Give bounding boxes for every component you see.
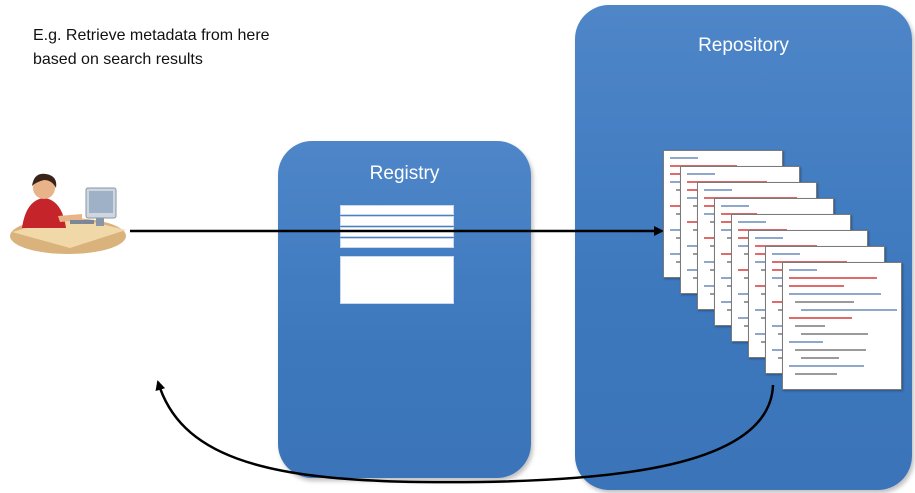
document-text-line <box>795 301 854 303</box>
document-text-line <box>789 277 877 279</box>
index-card <box>340 256 454 304</box>
document-text-line <box>789 293 881 295</box>
document-text-line <box>795 349 866 351</box>
return-arrow <box>155 380 775 484</box>
document-text-line <box>789 365 864 367</box>
document-text-line <box>789 285 844 287</box>
document-text-line <box>755 237 783 239</box>
index-card <box>340 238 454 248</box>
document-text-line <box>772 253 800 255</box>
document-text-line <box>795 373 837 375</box>
index-card <box>340 205 454 215</box>
repository-box: Repository <box>575 5 912 490</box>
document-text-line <box>789 269 817 271</box>
caption-line-1: E.g. Retrieve metadata from here <box>33 27 270 44</box>
registry-box: Registry <box>278 141 531 478</box>
caption-line-2: based on search results <box>33 51 203 68</box>
document-text-line <box>687 173 715 175</box>
document-text-line <box>789 317 852 319</box>
caption: E.g. Retrieve metadata from here based o… <box>33 24 353 72</box>
document-text-line <box>801 309 897 311</box>
document-text-line <box>795 325 825 327</box>
document-text-line <box>801 357 839 359</box>
repository-title: Repository <box>698 35 789 56</box>
xml-document-page <box>782 262 902 390</box>
document-text-line <box>801 333 868 335</box>
document-text-line <box>789 341 823 343</box>
person-at-computer-icon <box>10 173 126 254</box>
document-text-line <box>704 189 732 191</box>
document-text-line <box>670 157 698 159</box>
document-text-line <box>738 221 766 223</box>
document-text-line <box>721 205 749 207</box>
index-card <box>340 216 454 226</box>
registry-title: Registry <box>369 163 440 184</box>
